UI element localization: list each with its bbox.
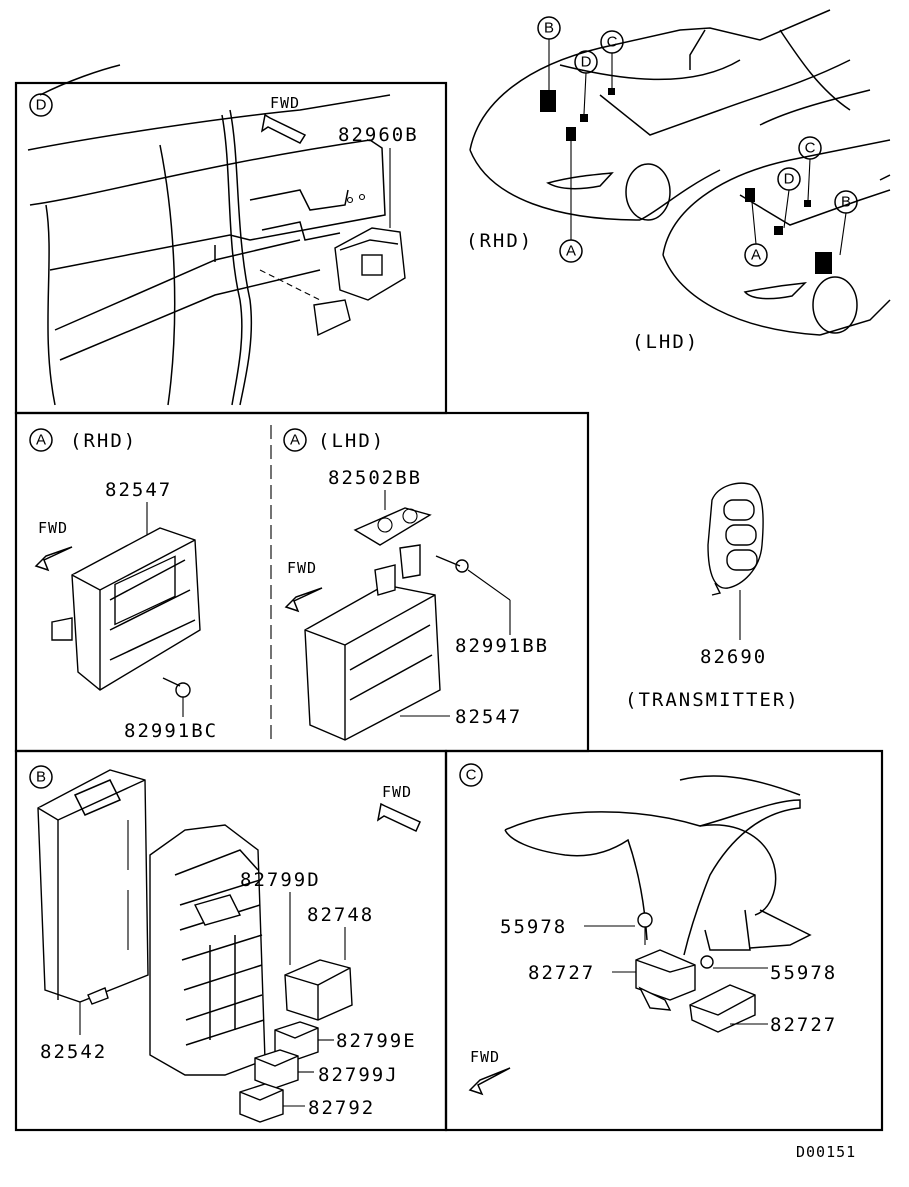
label-82799e: 82799E <box>336 1030 417 1052</box>
panel-a-rhd: A (RHD) FWD 82547 82991BC <box>29 428 218 742</box>
callout-c-lhd: C <box>805 140 816 157</box>
panel-d-letter: D <box>36 97 47 114</box>
transmitter-caption: (TRANSMITTER) <box>625 689 800 711</box>
footer-code: D00151 <box>796 1143 856 1161</box>
label-82960b: 82960B <box>338 124 419 146</box>
label-lhd-view: (LHD) <box>632 331 699 353</box>
label-82547-rhd: 82547 <box>105 479 172 501</box>
panel-c-letter: C <box>466 767 477 784</box>
callout-d-rhd: D <box>581 54 592 71</box>
panel-b-fwd: FWD <box>382 783 412 801</box>
label-82502bb: 82502BB <box>328 467 422 489</box>
label-82542: 82542 <box>40 1041 107 1063</box>
callout-d-lhd: D <box>784 171 795 188</box>
label-82727-1: 82727 <box>528 962 595 984</box>
vehicle-views: (RHD) (LHD) B D C A C D B <box>466 9 891 353</box>
panel-a-rhd-fwd: FWD <box>38 519 68 537</box>
panel-c-fwd: FWD <box>470 1048 500 1066</box>
label-82991bb: 82991BB <box>455 635 549 657</box>
label-82727-2: 82727 <box>770 1014 837 1036</box>
panel-frames <box>14 81 884 1132</box>
label-82799j: 82799J <box>318 1064 399 1086</box>
callout-b-lhd: B <box>841 194 851 211</box>
label-rhd-view: (RHD) <box>466 230 533 252</box>
label-82547-lhd: 82547 <box>455 706 522 728</box>
callout-a-rhd: A <box>566 243 576 260</box>
transmitter: 82690 (TRANSMITTER) <box>625 482 800 711</box>
panel-b: B FWD 82542 82799D 82748 <box>29 765 421 1123</box>
panel-a-lhd-fwd: FWD <box>287 559 317 577</box>
label-82690: 82690 <box>700 646 767 668</box>
callout-c-rhd: C <box>607 34 618 51</box>
panel-b-letter: B <box>36 769 46 786</box>
label-82799d: 82799D <box>240 869 321 891</box>
label-82991bc: 82991BC <box>124 720 218 742</box>
callout-a-lhd: A <box>751 247 761 264</box>
label-55978-1: 55978 <box>500 916 567 938</box>
panel-a-rhd-letter: A <box>36 432 46 449</box>
panel-c: C 55978 82727 55978 82727 FWD <box>459 763 837 1096</box>
label-82792: 82792 <box>308 1097 375 1119</box>
panel-a-rhd-title: (RHD) <box>70 430 137 452</box>
panel-d: D FWD 82960B <box>27 64 419 406</box>
panel-a-lhd-title: (LHD) <box>318 430 385 452</box>
callout-b-rhd: B <box>544 20 554 37</box>
panel-d-fwd: FWD <box>270 94 300 112</box>
label-55978-2: 55978 <box>770 962 837 984</box>
panel-a-lhd-letter: A <box>290 432 300 449</box>
label-82748: 82748 <box>307 904 374 926</box>
panel-a-lhd: A (LHD) 82502BB FWD 82991BB 82547 <box>283 428 549 741</box>
